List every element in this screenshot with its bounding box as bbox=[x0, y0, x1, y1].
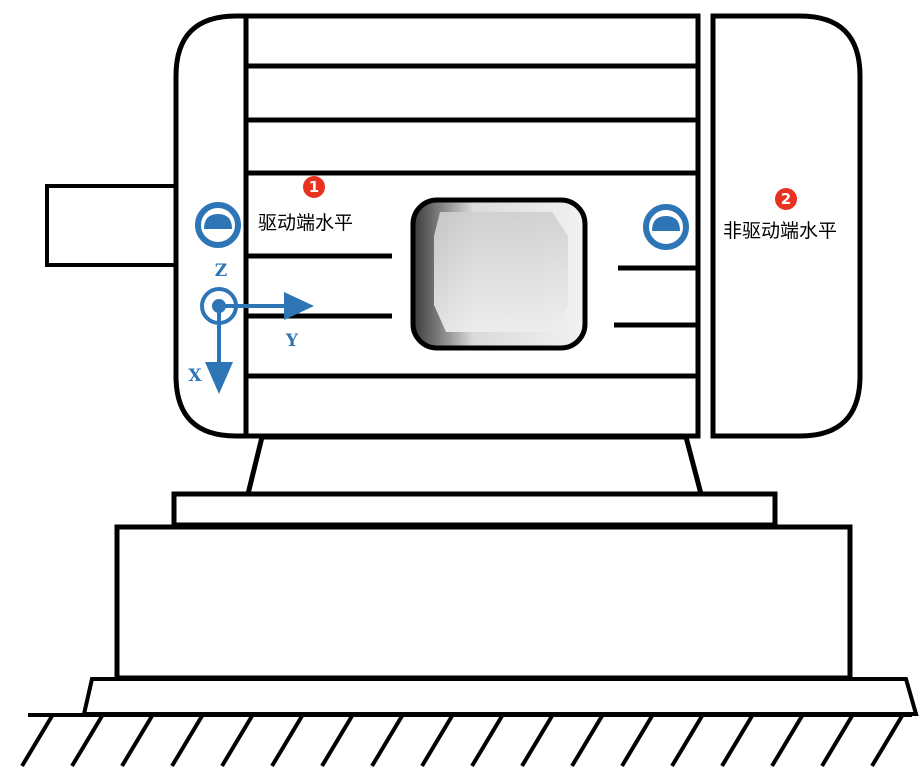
hatch-mark bbox=[570, 714, 604, 768]
hatch-mark bbox=[620, 714, 654, 768]
hatch-mark bbox=[720, 714, 754, 768]
ground bbox=[20, 713, 912, 768]
coordinate-axes: Z Y X bbox=[188, 261, 314, 394]
badge-1-number: 1 bbox=[309, 178, 319, 196]
motor-shaft bbox=[45, 184, 179, 267]
hatch-mark bbox=[270, 714, 304, 768]
sensor-2-label: 非驱动端水平 bbox=[723, 220, 837, 242]
hatch-mark bbox=[670, 714, 704, 768]
hatch-mark bbox=[170, 714, 204, 768]
hatch-mark bbox=[120, 714, 154, 768]
badge-2: 2 bbox=[775, 188, 797, 210]
x-axis-label: X bbox=[188, 366, 202, 386]
hatch-mark bbox=[770, 714, 804, 768]
badge-1: 1 bbox=[303, 176, 325, 198]
cooling-fins bbox=[246, 63, 698, 379]
y-axis-arrow-icon bbox=[284, 292, 314, 320]
sensor-1-label: 驱动端水平 bbox=[258, 212, 353, 234]
x-axis-arrow-icon bbox=[205, 362, 233, 394]
mounting-plate bbox=[171, 491, 778, 528]
hatch-mark bbox=[220, 714, 254, 768]
base-plinth bbox=[81, 677, 919, 716]
sensor-ring-icon-fill bbox=[652, 216, 680, 231]
hatch-mark bbox=[820, 714, 854, 768]
hatch-mark bbox=[320, 714, 354, 768]
hatch-mark bbox=[20, 714, 54, 768]
hatch-mark bbox=[520, 714, 554, 768]
base-block bbox=[114, 524, 853, 681]
y-axis-label: Y bbox=[285, 331, 299, 351]
motor-feet bbox=[244, 434, 705, 497]
badge-2-number: 2 bbox=[781, 190, 791, 208]
hatch-mark bbox=[70, 714, 104, 768]
sensor-drive-end bbox=[195, 202, 241, 248]
hatch-mark bbox=[370, 714, 404, 768]
hatch-mark bbox=[870, 714, 904, 768]
sensor-non-drive-end bbox=[643, 204, 689, 250]
non-drive-end-cap bbox=[710, 13, 863, 439]
terminal-box bbox=[410, 197, 588, 351]
sensor-ring-icon-fill bbox=[204, 214, 232, 229]
z-axis-label: Z bbox=[215, 261, 227, 281]
hatch-mark bbox=[470, 714, 504, 768]
ground-hatching bbox=[20, 714, 904, 768]
hatch-mark bbox=[420, 714, 454, 768]
